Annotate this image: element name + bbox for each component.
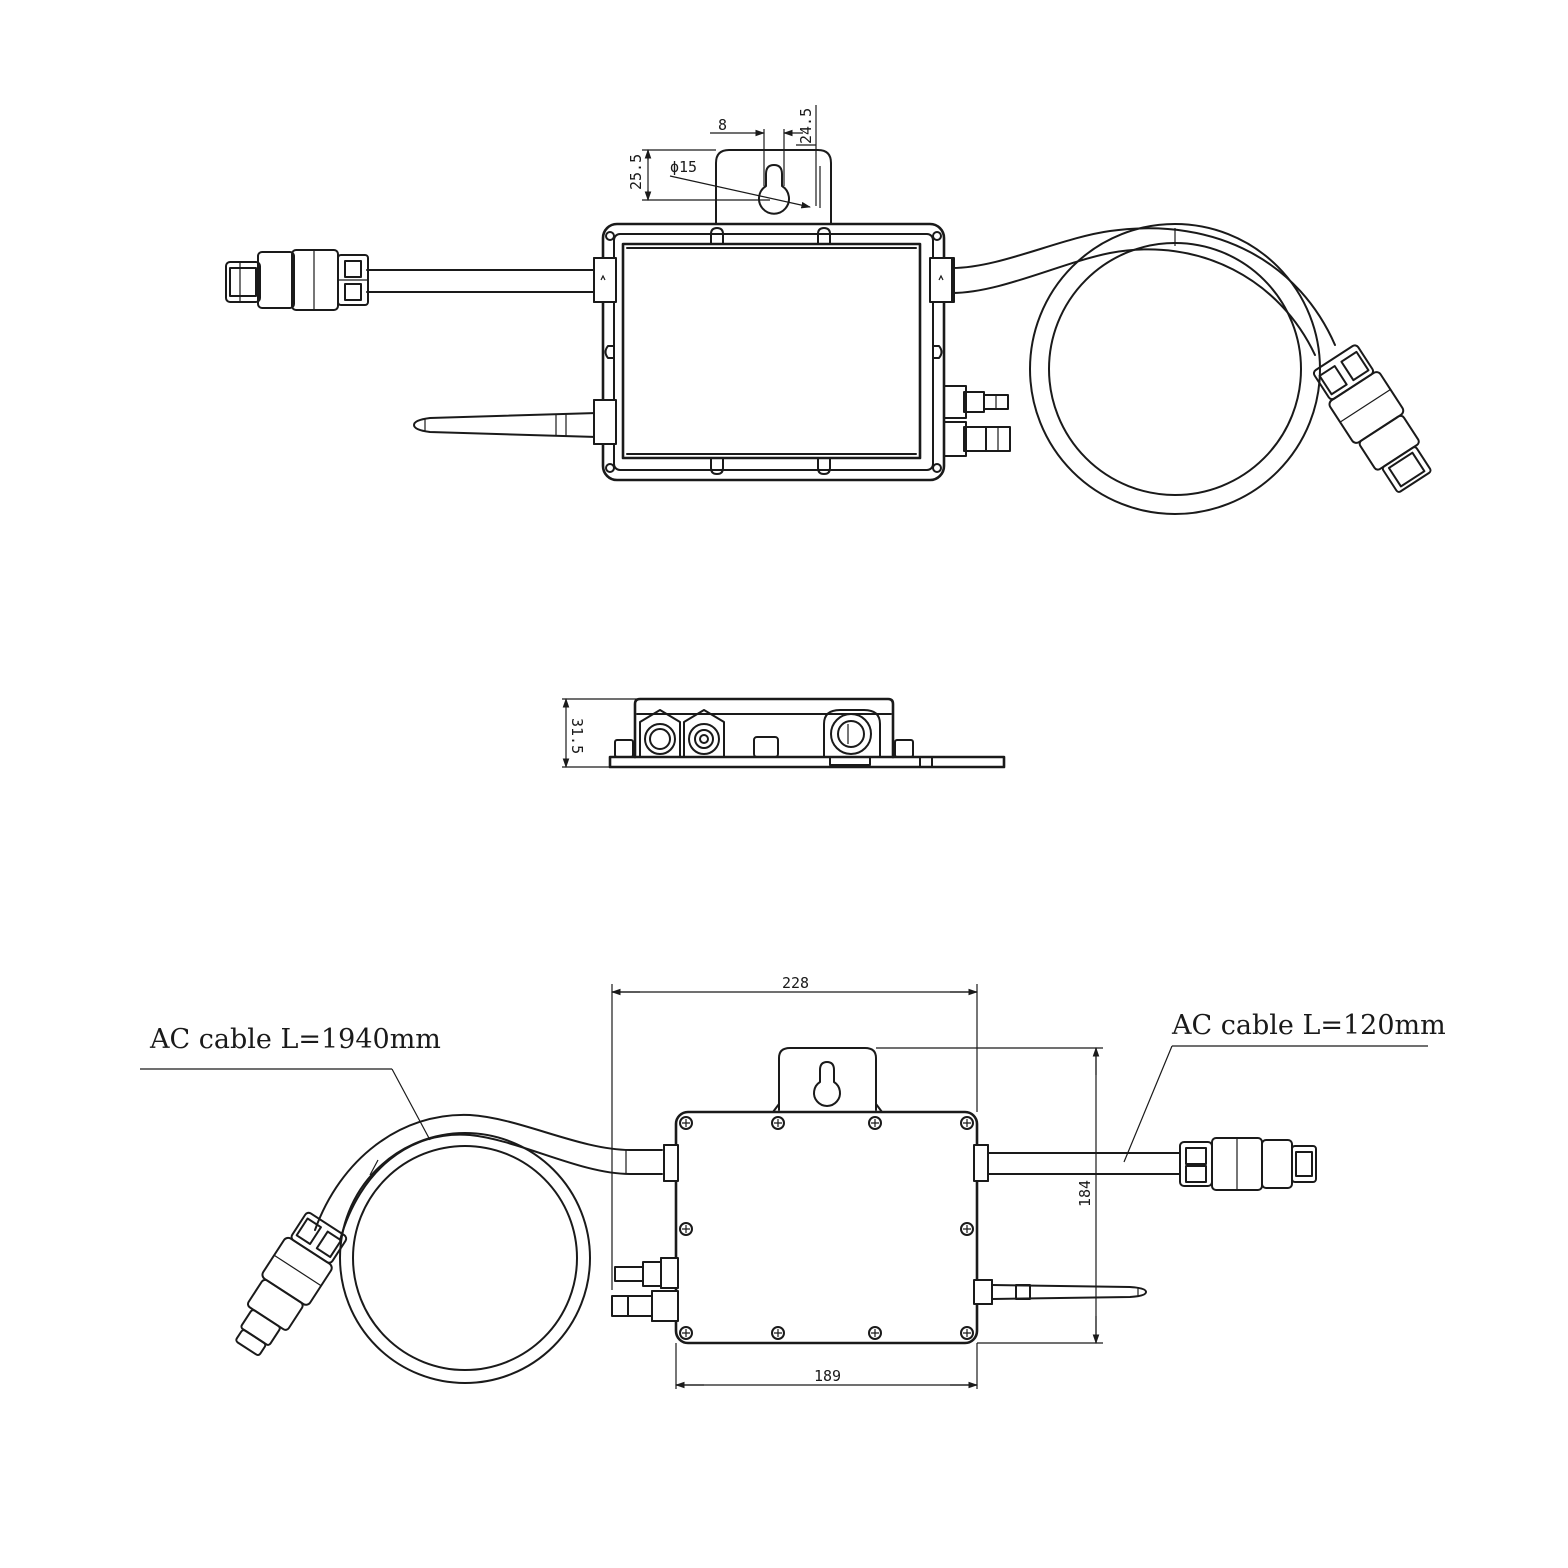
callout-right-cable-label: AC cable L=120mm	[1171, 1010, 1446, 1041]
callout-left-cable-label: AC cable L=1940mm	[149, 1024, 441, 1055]
left-connector-bottom	[235, 1211, 348, 1356]
side-body	[633, 697, 895, 759]
enclosure-outer-top	[601, 222, 946, 482]
callout-left-cable: AC cable L=1940mm	[140, 1024, 441, 1141]
dim-slot-offset: 24.5	[797, 108, 815, 144]
top-view: 8 24.5 25.5 ϕ15	[225, 105, 1432, 515]
antenna-bottom	[977, 1279, 1147, 1305]
top-dimensions: 8 24.5 25.5 ϕ15	[627, 105, 821, 209]
callout-right-cable: AC cable L=120mm	[1123, 1010, 1446, 1163]
mounting-bracket	[715, 149, 832, 225]
dim-body-width-label: 189	[814, 1367, 841, 1385]
bottom-view: 228 189 184 AC cable L=1940mm AC cab	[140, 974, 1446, 1389]
keyhole-slot	[758, 164, 790, 215]
left-connector-top	[225, 249, 369, 311]
keyhole-slot-bottom	[813, 1061, 841, 1107]
enclosure-bottom	[674, 1110, 979, 1345]
right-cable-bottom	[985, 1152, 1181, 1175]
right-cable-coil-top	[951, 223, 1336, 515]
screws-bottom	[679, 1116, 974, 1340]
side-view: 31.5	[562, 697, 1006, 769]
dim-slot-width: 8	[718, 116, 727, 134]
left-cable-coil-bottom	[314, 1113, 663, 1384]
right-connector-bottom	[1179, 1137, 1317, 1191]
dim-body-height-label: 184	[1076, 1180, 1094, 1207]
dim-bracket-height: 25.5	[627, 154, 645, 190]
enclosure-inner-top	[613, 233, 934, 471]
lid-panel-top	[621, 242, 922, 460]
left-cable-top	[366, 269, 598, 293]
dim-body-width: 189	[675, 1343, 978, 1389]
dc-connectors-top	[939, 385, 1011, 457]
dim-overall-width-label: 228	[782, 974, 809, 992]
screw-tabs-top	[604, 227, 943, 475]
side-base-plate	[608, 755, 1006, 769]
antenna-top	[413, 412, 598, 438]
dim-hole-diameter: ϕ15	[670, 158, 697, 176]
side-ac-gland	[823, 709, 881, 766]
side-dc-connectors	[639, 709, 725, 758]
dim-side-height: 31.5	[568, 718, 586, 754]
dim-body-height: 184	[876, 1047, 1103, 1344]
right-connector-top	[1312, 344, 1432, 493]
mounting-bracket-bottom	[778, 1047, 877, 1111]
